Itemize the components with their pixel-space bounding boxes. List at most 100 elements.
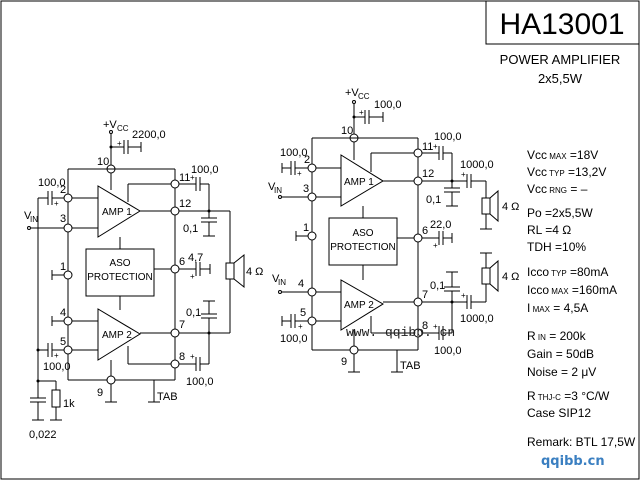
left-pin-8-label: 8	[179, 351, 185, 363]
left-pin-12	[170, 206, 180, 216]
right-c-pin11-value: 100,0	[434, 131, 462, 143]
left-pin-3	[63, 223, 73, 233]
right-pin-8-label: 8	[422, 320, 428, 332]
left-c-rc-value: 0,022	[29, 429, 57, 441]
left-tab-label: TAB	[157, 391, 178, 403]
spec-sub: MAX	[530, 305, 550, 314]
right-vin1-sub: IN	[274, 186, 282, 195]
spec-value: =10%	[552, 240, 587, 254]
left-pin-4-label: 4	[60, 307, 66, 319]
spec-name: I	[527, 301, 530, 315]
right-pin-3-label: 3	[303, 183, 309, 195]
right-amp2-triangle	[340, 279, 384, 331]
right-pin-1-label: 1	[303, 222, 309, 234]
right-pin-2-label: 2	[304, 154, 310, 166]
left-pin-9-label: 9	[97, 387, 103, 399]
left-pin-5-label: 5	[60, 336, 66, 348]
left-vin-label: V	[24, 210, 32, 222]
spec-name: Vcc	[527, 182, 547, 196]
left-pin-9	[106, 375, 116, 385]
left-pin-3-label: 3	[60, 213, 66, 225]
right-pin-7-label: 7	[422, 289, 428, 301]
right-pin-5	[307, 316, 317, 326]
right-tab-label: TAB	[400, 360, 421, 372]
spec-value: = 200k	[546, 329, 587, 343]
right-pin-1	[307, 231, 317, 241]
right-pin-4-label: 4	[298, 278, 304, 290]
left-pin-11-label: 11	[179, 172, 190, 184]
right-pin-4	[307, 287, 317, 297]
brand-link[interactable]: qqibb.cn	[541, 454, 605, 469]
right-speaker1-value: 4 Ω	[502, 201, 519, 213]
spec-row: Vcc TYP =13,2V	[527, 165, 606, 179]
left-c-pin7-value: 0,1	[186, 307, 201, 319]
svg-text:+: +	[190, 352, 195, 361]
right-protection-label: PROTECTION	[330, 242, 396, 253]
spec-value: SIP12	[555, 406, 591, 420]
right-speaker-2	[481, 267, 491, 285]
right-pin-9-label: 9	[341, 356, 347, 368]
subtitle: POWER AMPLIFIER	[500, 52, 621, 67]
right-circuit: +V CC + 100,0 10 AMP 1 2 + 100,0 3 V IN …	[268, 87, 519, 373]
spec-name: Icco	[527, 265, 549, 279]
right-pin-10-label: 10	[341, 125, 353, 137]
right-c-pin6-value: 22,0	[430, 219, 451, 231]
left-speaker-value: 4 Ω	[246, 266, 263, 278]
svg-text:+: +	[297, 169, 302, 178]
svg-text:+: +	[461, 291, 466, 300]
left-pin-2-label: 2	[60, 184, 66, 196]
right-vin1-terminal	[278, 195, 282, 199]
spec-row: Case SIP12	[527, 406, 591, 420]
spec-name: RL	[527, 223, 543, 237]
spec-sub: IN	[536, 333, 546, 342]
spec-row: I MAX = 4,5A	[527, 301, 588, 315]
left-pin-11	[170, 179, 180, 189]
left-pin-7-label: 7	[179, 319, 185, 331]
spec-row: Gain = 50dB	[527, 347, 594, 361]
spec-value: =13,2V	[565, 165, 607, 179]
remark-text: Remark: BTL 17,5W	[527, 435, 636, 449]
spec-name: R	[527, 389, 536, 403]
right-c-pin2-value: 100,0	[280, 147, 308, 159]
left-protection-label: PROTECTION	[87, 272, 153, 283]
spec-name: R	[527, 329, 536, 343]
right-vin2-terminal	[278, 290, 282, 294]
spec-row: R IN = 200k	[527, 329, 587, 343]
spec-row: Icco MAX =160mA	[527, 283, 617, 297]
right-pin-7	[413, 297, 423, 307]
spec-row: R THJ-C =3 °C/W	[527, 389, 610, 403]
right-pin-6-label: 6	[422, 225, 428, 237]
spec-sub: MAX	[547, 152, 567, 161]
left-pin-6	[170, 264, 180, 274]
svg-text:+: +	[54, 199, 59, 208]
left-aso-label: ASO	[109, 258, 130, 269]
left-resistor-1k	[51, 389, 61, 408]
watermark-text: www. qqibb. cn	[346, 325, 455, 340]
svg-text:+: +	[359, 108, 364, 117]
left-vcc-label: +V	[103, 119, 117, 131]
left-c-pin5-value: 100,0	[43, 361, 71, 373]
left-pin-6-label: 6	[179, 256, 185, 268]
spec-value: = –	[567, 182, 588, 196]
right-c-pin12-value: 0,1	[426, 194, 441, 206]
svg-text:+: +	[461, 170, 466, 179]
right-vcc-label: +V	[345, 87, 359, 99]
spec-row: Vcc RNG = –	[527, 182, 588, 196]
left-amp2-triangle	[97, 308, 141, 361]
left-circuit: +V CC + 2200,0 10 AMP 1 2 + 100,0 3	[24, 119, 263, 441]
svg-text:+: +	[298, 322, 303, 331]
right-amp1-label: AMP 1	[344, 177, 374, 188]
spec-value: =2x5,5W	[542, 206, 594, 220]
left-vin-terminal	[27, 226, 31, 230]
left-speaker	[225, 262, 235, 280]
right-pin-12-label: 12	[422, 168, 434, 180]
left-c-pin8-value: 100,0	[186, 376, 214, 388]
svg-text:+: +	[433, 241, 438, 250]
spec-value: = 4,5A	[550, 301, 588, 315]
left-c-pin12-value: 0,1	[183, 223, 198, 235]
right-c-pin7-value: 0,1	[430, 280, 445, 292]
left-vcc-sub: CC	[117, 124, 129, 133]
